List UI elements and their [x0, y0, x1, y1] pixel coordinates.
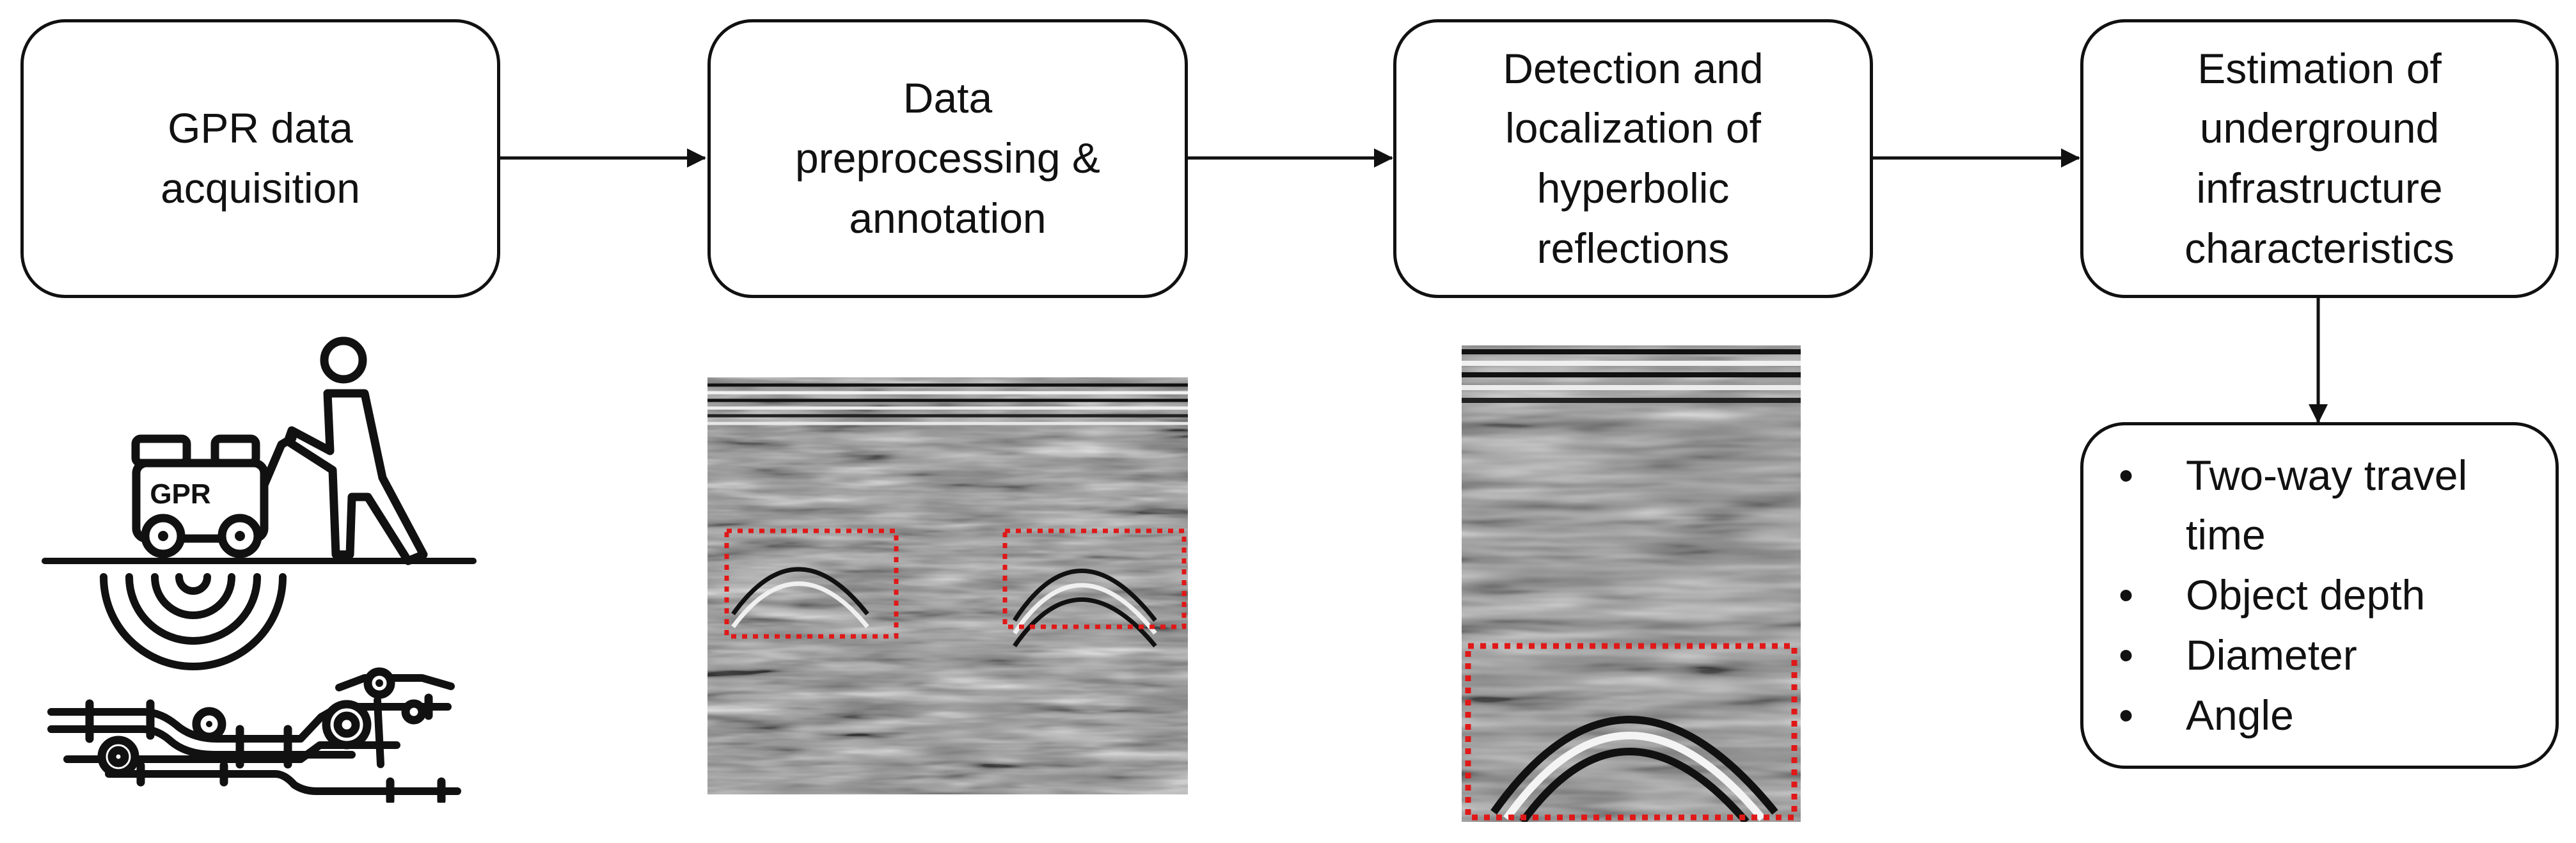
output-angle: Angle	[2186, 691, 2294, 739]
outputs-list-box: • Two-way travel time • Object depth • Diam…	[2080, 422, 2559, 769]
step-data-preprocessing: Data preprocessing & annotation	[707, 19, 1188, 298]
step-label: Data preprocessing & annotation	[795, 74, 1100, 242]
step-hyperbola-detection: Detection and localization of hyperbolic…	[1393, 19, 1873, 298]
step-label: Estimation of underground infrastructure…	[2185, 44, 2454, 272]
list-item: • Angle	[2119, 686, 2467, 746]
annotation-box	[1002, 528, 1187, 629]
list-item: • Two-way travel time	[2119, 446, 2467, 565]
step-label: Detection and localization of hyperbolic…	[1503, 44, 1764, 272]
list-item: • Object depth	[2119, 565, 2467, 626]
output-object-depth: Object depth	[2186, 571, 2426, 619]
bullet: •	[2119, 571, 2134, 619]
bullet: •	[2119, 691, 2134, 739]
output-travel-time: Two-way travel time	[2186, 451, 2468, 559]
device-label: GPR	[150, 478, 210, 510]
step-infrastructure-estimation: Estimation of underground infrastructure…	[2080, 19, 2559, 298]
annotation-box	[1465, 643, 1798, 821]
bullet: •	[2119, 631, 2134, 679]
gpr-operator-icon: GPR	[42, 336, 477, 803]
radargram-image	[707, 377, 1188, 794]
bullet: •	[2119, 451, 2134, 499]
step-label: GPR data acquisition	[161, 104, 360, 212]
annotation-box	[724, 528, 899, 639]
list-item: • Diameter	[2119, 626, 2467, 686]
radargram-crop-image	[1462, 345, 1801, 822]
step-gpr-data-acquisition: GPR data acquisition	[20, 19, 500, 298]
output-diameter: Diameter	[2186, 631, 2357, 679]
outputs-list: • Two-way travel time • Object depth • Diam…	[2119, 446, 2467, 746]
